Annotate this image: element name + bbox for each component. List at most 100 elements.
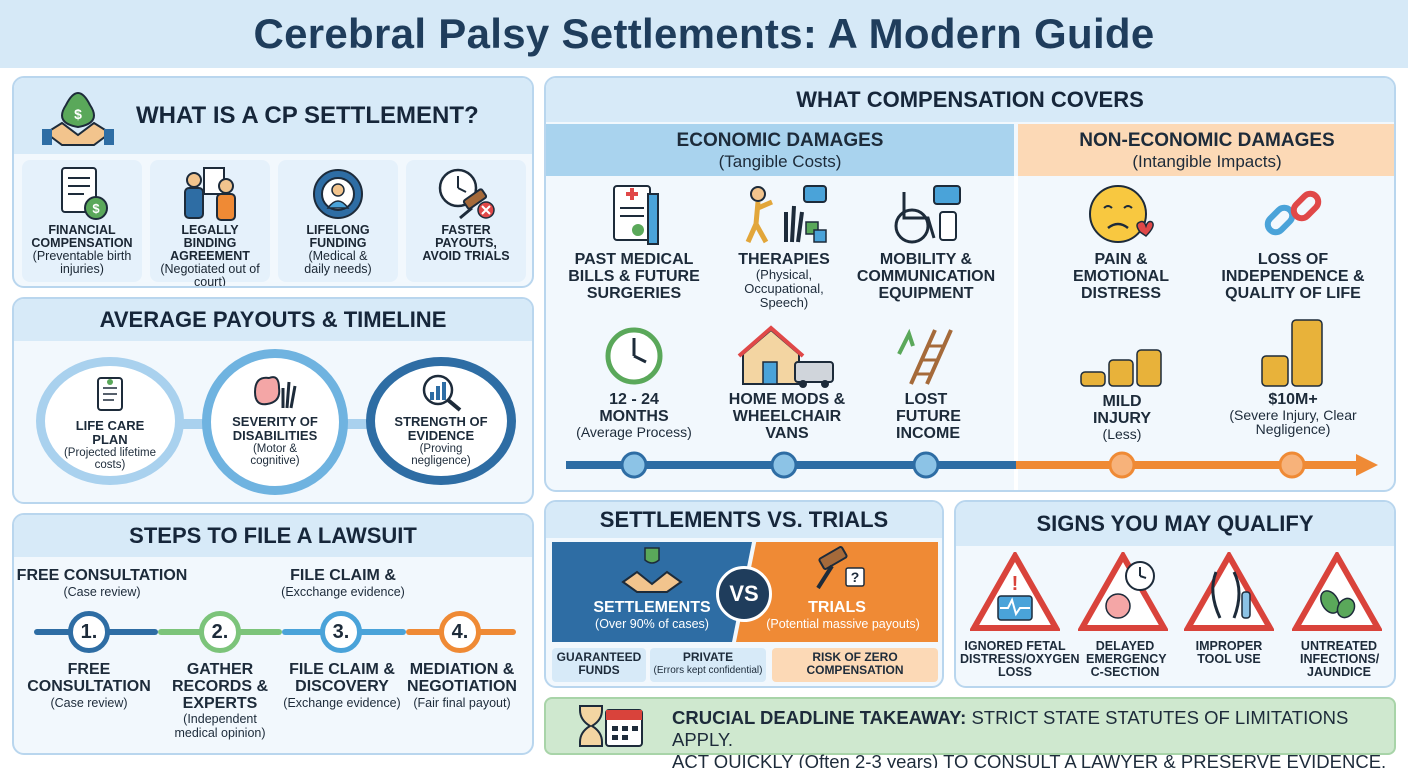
circle-life-care-plan: LIFE CARE PLAN (Projected lifetime costs… — [36, 357, 184, 485]
title-bar: Cerebral Palsy Settlements: A Modern Gui… — [0, 0, 1408, 68]
fetal-monitor-icon: ! — [970, 552, 1060, 631]
item-subtitle: (Physical, Occupational, Speech) — [744, 267, 824, 310]
chip-risk: RISK OF ZERO COMPENSATION — [772, 648, 938, 682]
non-economic-header: NON-ECONOMIC DAMAGES (Intangible Impacts… — [1018, 124, 1394, 176]
card-title: LIFELONG FUNDING — [306, 223, 370, 250]
item-title: PAIN & EMOTIONAL DISTRESS — [1073, 251, 1169, 302]
card-legally-binding: LEGALLY BINDING AGREEMENT (Negotiated ou… — [150, 160, 270, 286]
handshake-shield-icon — [621, 547, 683, 593]
steps-heading: STEPS TO FILE A LAWSUIT — [129, 523, 417, 548]
chip-guaranteed: GUARANTEED FUNDS — [552, 648, 646, 682]
coins-small-icon — [1080, 349, 1162, 387]
item-title: THERAPIES — [738, 251, 830, 268]
item-title: MOBILITY & COMMUNICATION EQUIPMENT — [856, 251, 996, 302]
step-subtitle: (Exchange evidence) — [283, 696, 401, 710]
hourglass-calendar-icon — [579, 705, 643, 747]
medical-bill-icon — [613, 185, 659, 245]
steps-header: STEPS TO FILE A LAWSUIT — [14, 515, 532, 557]
card-subtitle: (Negotiated out of court) — [160, 262, 260, 288]
steps-panel: STEPS TO FILE A LAWSUIT FREE CONSULTATIO… — [12, 513, 534, 755]
forceps-icon — [1184, 552, 1274, 631]
svg-text:$: $ — [74, 106, 82, 122]
settlements-title: SETTLEMENTS — [593, 599, 711, 616]
what-is-panel: $ WHAT IS A CP SETTLEMENT? $ FINANCIAL C… — [12, 76, 534, 288]
circle-subtitle: (Projected lifetime costs) — [63, 447, 157, 471]
top-label-subtitle: (Case review) — [63, 585, 141, 599]
qualify-panel: SIGNS YOU MAY QUALIFY ! IGNORED FETAL DI… — [954, 500, 1396, 688]
step-label-1: FREE CONSULTATION (Case review) — [20, 661, 158, 711]
item-timeline: 12 - 24 MONTHS (Average Process) — [566, 324, 702, 439]
card-lifelong-funding: LIFELONG FUNDING (Medical & daily needs) — [278, 160, 398, 282]
card-subtitle: (Preventable birth injuries) — [32, 249, 132, 276]
house-van-icon — [737, 325, 834, 388]
scroll-icon — [97, 377, 123, 411]
brain-hand-icon — [253, 376, 297, 409]
deadline-lead: CRUCIAL DEADLINE TAKEAWAY: — [672, 707, 967, 728]
broken-ladder-icon — [897, 328, 953, 385]
item-title: HOME MODS & WHEELCHAIR VANS — [728, 391, 846, 442]
step-label-4: MEDIATION & NEGOTIATION (Fair final payo… — [406, 661, 518, 711]
item-lost-income: LOST FUTURE INCOME — [862, 324, 990, 442]
economic-title: ECONOMIC DAMAGES — [676, 130, 884, 151]
item-title: LOSS OF INDEPENDENCE & QUALITY OF LIFE — [1221, 251, 1365, 302]
step-number-4: 4. — [439, 611, 481, 653]
deadline-rest: STRICT STATE STATUTES OF LIMITATIONS APP… — [672, 707, 1349, 750]
sign-fetal-distress: IGNORED FETAL DISTRESS/OXYGEN LOSS — [960, 639, 1080, 679]
svg-text:$: $ — [92, 201, 100, 216]
settlements-subtitle: (Over 90% of cases) — [595, 617, 709, 631]
fetus-clock-icon — [1078, 552, 1168, 631]
sign-untreated-infections: UNTREATED INFECTIONS/ JAUNDICE — [1300, 639, 1380, 679]
item-mild-injury: MILD INJURY (Less) — [1066, 340, 1178, 441]
item-title: 12 - 24 MONTHS — [599, 391, 669, 425]
bacteria-icon — [1292, 552, 1382, 631]
economic-header: ECONOMIC DAMAGES (Tangible Costs) — [546, 124, 1014, 176]
card-faster-payouts: FASTER PAYOUTS, AVOID TRIALS — [406, 160, 526, 282]
trials-block: ? TRIALS (Potential massive payouts) — [736, 542, 938, 642]
what-is-header: $ WHAT IS A CP SETTLEMENT? — [14, 78, 532, 154]
step-number-3: 3. — [320, 611, 362, 653]
circle-subtitle: (Proving negligence) — [411, 443, 471, 467]
qualify-heading: SIGNS YOU MAY QUALIFY — [1036, 511, 1314, 536]
step-number-2: 2. — [199, 611, 241, 653]
chip-title: GUARANTEED FUNDS — [556, 650, 642, 677]
vs-badge: VS — [716, 566, 772, 622]
therapy-icon — [745, 185, 827, 244]
people-agreement-icon — [184, 167, 236, 221]
item-ten-million: $10M+ (Severe Injury, Clear Negligence) — [1218, 316, 1368, 436]
top-label-file-claim: FILE CLAIM & (Excchange evidence) — [268, 567, 418, 600]
item-title: $10M+ — [1268, 391, 1318, 408]
document-dollar-icon: $ — [61, 167, 108, 220]
broken-chain-icon — [1264, 190, 1322, 236]
item-title: LOST FUTURE INCOME — [896, 391, 961, 442]
compensation-timeline — [566, 451, 1378, 479]
svg-text:?: ? — [851, 569, 860, 585]
step-title: GATHER RECORDS & EXPERTS — [171, 661, 268, 712]
compensation-header: WHAT COMPENSATION COVERS — [546, 78, 1394, 122]
step-subtitle: (Case review) — [50, 696, 128, 710]
item-subtitle: (Less) — [1102, 426, 1142, 442]
gavel-question-icon: ? — [816, 546, 865, 590]
top-label-title: FILE CLAIM & — [290, 567, 396, 584]
item-mobility: MOBILITY & COMMUNICATION EQUIPMENT — [854, 182, 998, 302]
trials-title: TRIALS — [808, 599, 866, 616]
deadline-line-2: ACT QUICKLY (Often 2-3 years) TO CONSULT… — [672, 751, 1387, 768]
coins-large-icon — [1261, 319, 1323, 387]
wheelchair-icon — [894, 185, 961, 244]
compensation-heading: WHAT COMPENSATION COVERS — [796, 87, 1144, 112]
card-title: FASTER PAYOUTS, AVOID TRIALS — [422, 223, 510, 263]
what-is-heading: WHAT IS A CP SETTLEMENT? — [136, 102, 479, 129]
item-title: PAST MEDICAL BILLS & FUTURE SURGERIES — [568, 251, 700, 302]
step-subtitle: (Independent medical opinion) — [174, 712, 266, 740]
circle-severity: SEVERITY OF DISABILITIES (Motor & cognit… — [202, 349, 348, 495]
sign-improper-tool: IMPROPER TOOL USE — [1195, 639, 1263, 666]
top-label-consultation: FREE CONSULTATION (Case review) — [14, 567, 190, 600]
sad-face-icon — [1089, 185, 1154, 243]
item-title: MILD INJURY — [1092, 393, 1152, 427]
timer-icon — [605, 327, 663, 385]
compensation-panel: WHAT COMPENSATION COVERS ECONOMIC DAMAGE… — [544, 76, 1396, 492]
circle-title: SEVERITY OF DISABILITIES — [232, 414, 318, 443]
step-number-1: 1. — [68, 611, 110, 653]
chip-private: PRIVATE (Errors kept confidential) — [650, 648, 766, 682]
item-therapies: THERAPIES (Physical, Occupational, Speec… — [720, 182, 848, 310]
item-loss-independence: LOSS OF INDEPENDENCE & QUALITY OF LIFE — [1218, 182, 1368, 302]
